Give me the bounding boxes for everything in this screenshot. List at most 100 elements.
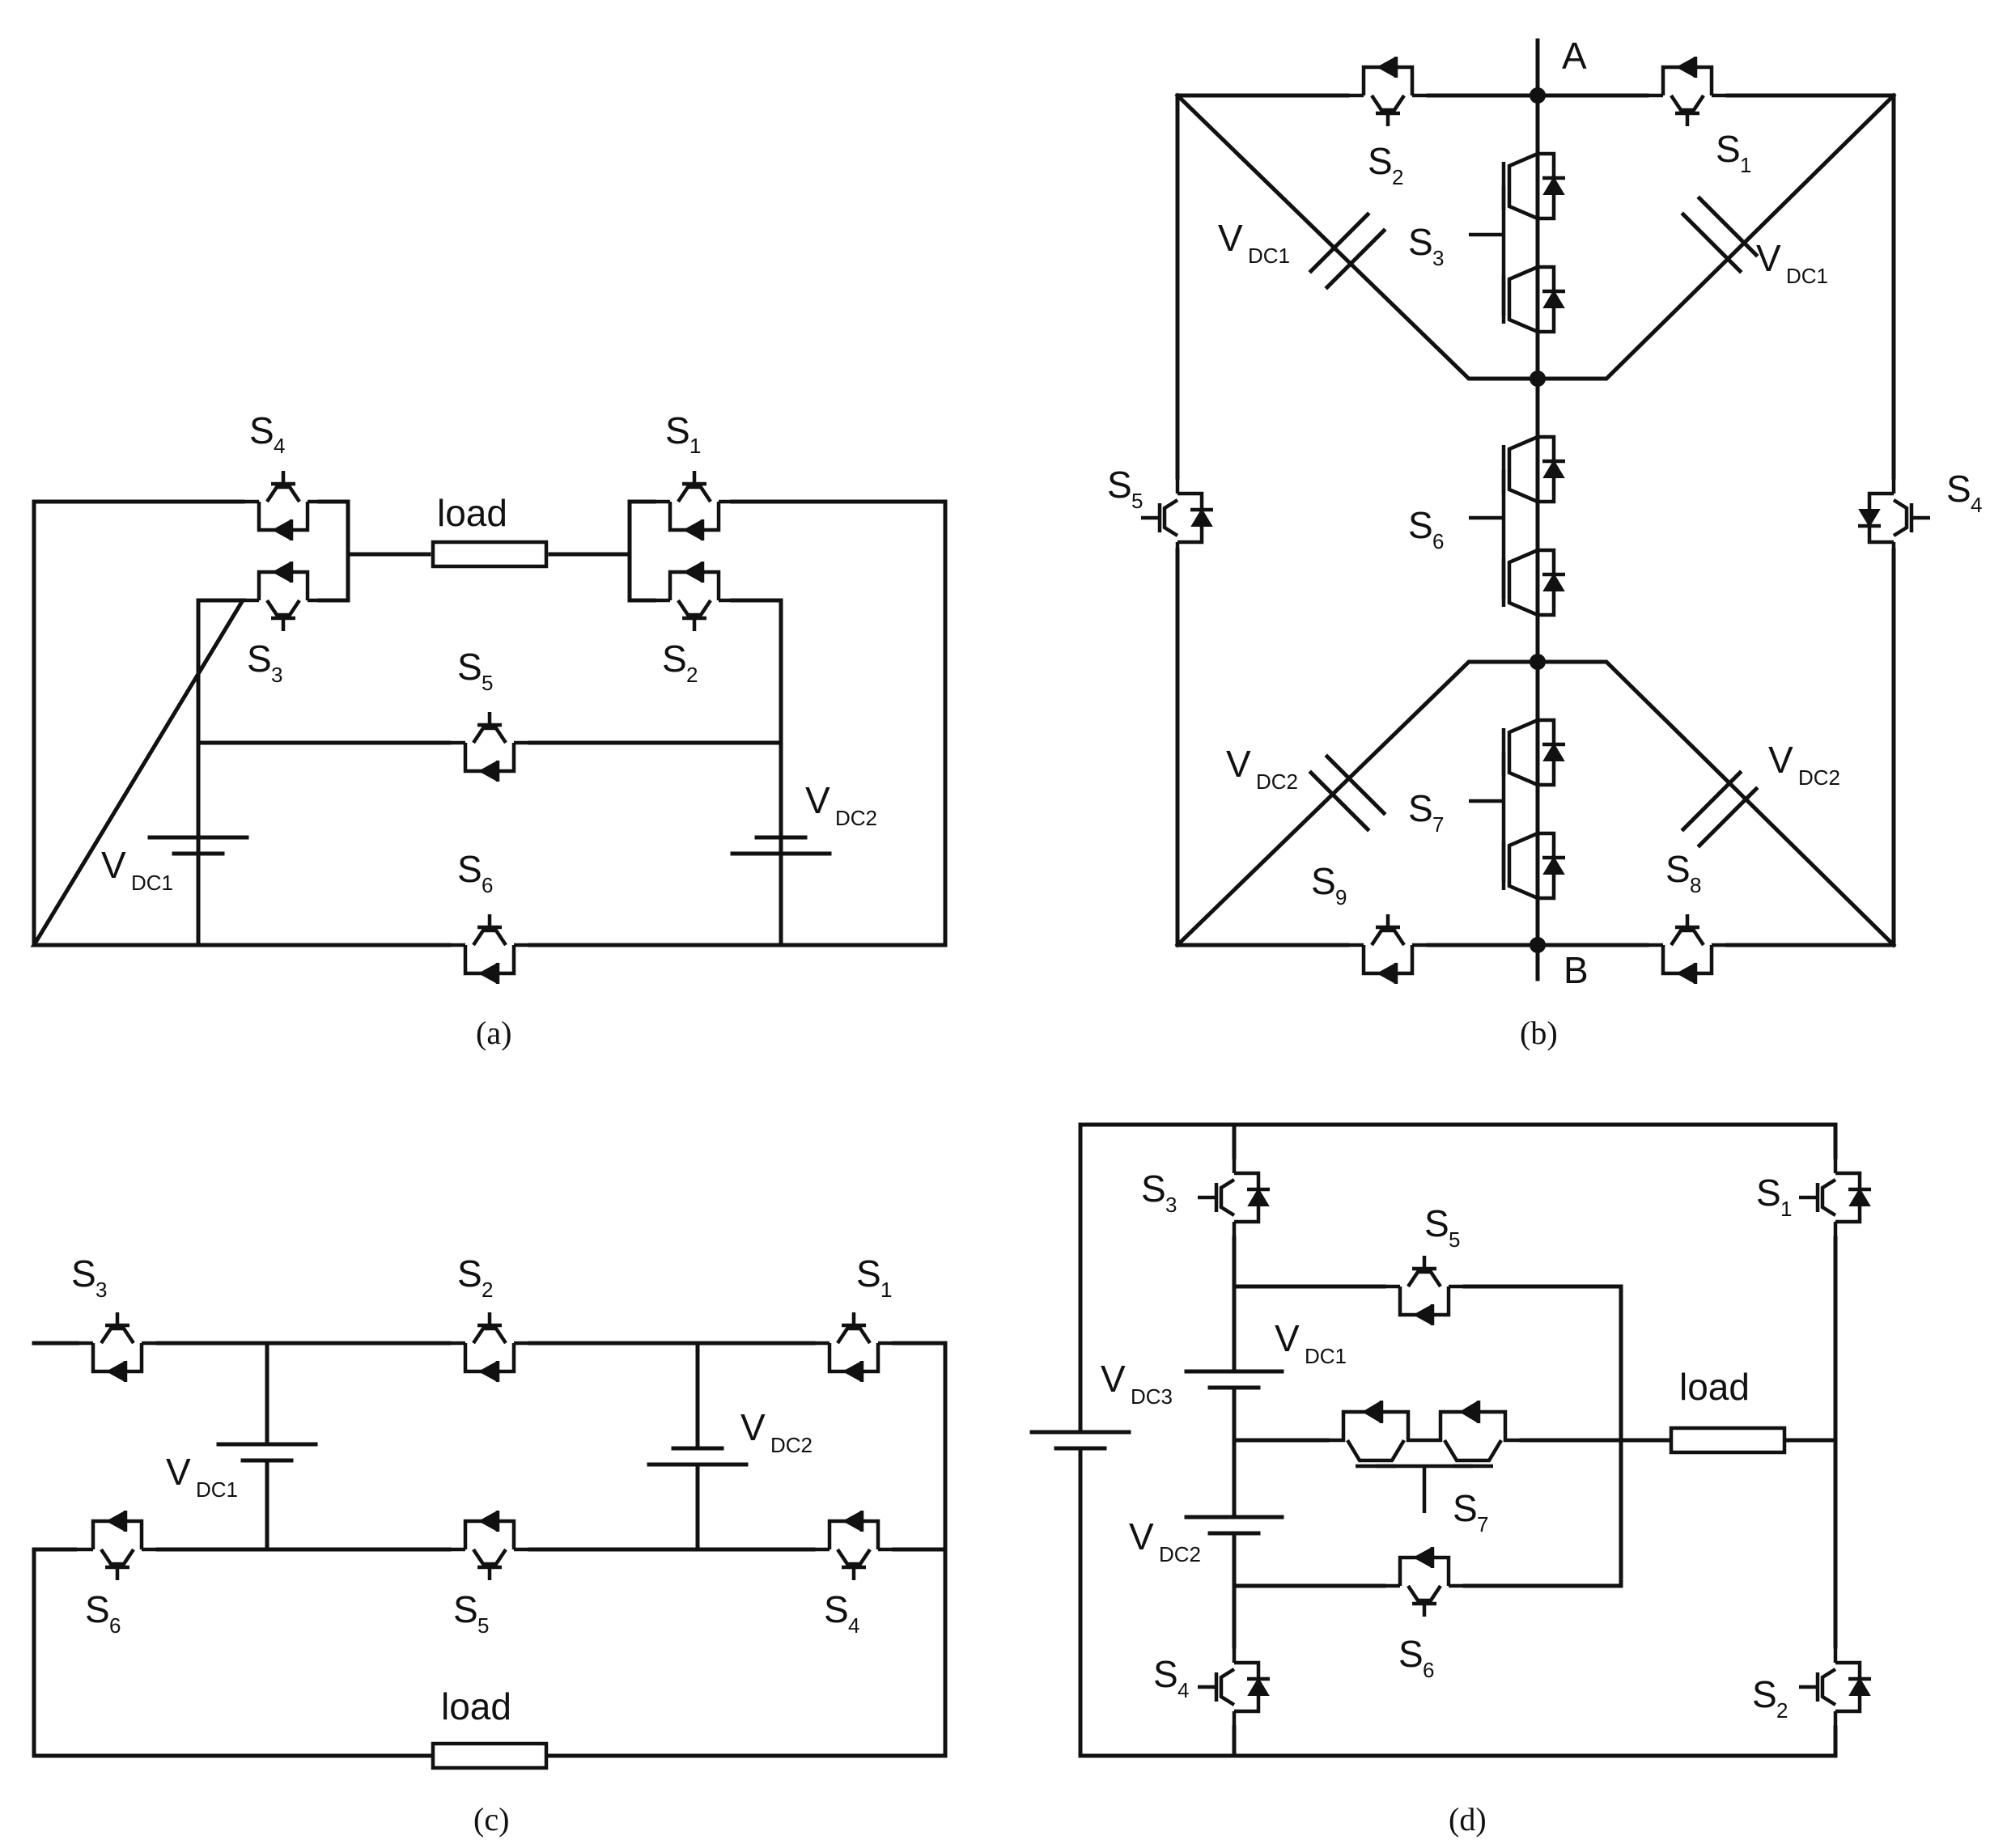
svg-text:V: V [1275, 1317, 1300, 1359]
svg-text:1: 1 [689, 434, 701, 458]
svg-text:V: V [1101, 1358, 1126, 1400]
svg-text:S: S [1756, 1172, 1781, 1214]
node-label-b: B [1564, 949, 1589, 991]
svg-text:DC1: DC1 [1786, 264, 1828, 288]
svg-text:2: 2 [1392, 165, 1403, 189]
svg-text:6: 6 [1432, 529, 1444, 553]
switch-c-s3 [77, 1312, 158, 1382]
svg-text:7: 7 [1432, 812, 1444, 837]
node-b-mid-lower [1530, 654, 1546, 670]
load-label-d: load [1679, 1366, 1750, 1408]
switch-c-s5 [449, 1511, 530, 1580]
svg-text:S: S [1752, 1673, 1777, 1715]
svg-text:S: S [662, 638, 687, 680]
capacitor-b-vdc1-right [1680, 195, 1759, 274]
switch-d-s6 [1384, 1547, 1465, 1617]
svg-text:V: V [740, 1406, 766, 1448]
svg-text:V: V [1129, 1515, 1154, 1558]
switch-d-s4 [1198, 1647, 1270, 1727]
svg-text:4: 4 [274, 434, 285, 458]
svg-text:9: 9 [1335, 885, 1347, 909]
switch-a-s3 [243, 562, 324, 631]
svg-text:1: 1 [880, 1278, 892, 1302]
node-b-a [1530, 87, 1546, 104]
switch-d-s5 [1384, 1256, 1465, 1325]
switch-b-s4 [1858, 477, 1930, 558]
load-resistor-c [431, 1741, 549, 1770]
svg-text:3: 3 [95, 1278, 107, 1302]
svg-text:S: S [1368, 140, 1393, 182]
svg-text:S: S [1141, 1168, 1166, 1210]
svg-text:DC2: DC2 [835, 806, 877, 830]
svg-text:4: 4 [848, 1613, 859, 1638]
svg-text:2: 2 [1776, 1698, 1788, 1723]
svg-text:DC1: DC1 [131, 871, 173, 895]
switch-a-s5 [449, 712, 530, 782]
switch-b-s3 [1469, 138, 1565, 364]
svg-text:DC2: DC2 [770, 1433, 813, 1457]
svg-text:DC2: DC2 [1159, 1542, 1201, 1566]
svg-text:5: 5 [1131, 489, 1143, 513]
svg-text:7: 7 [1477, 1512, 1488, 1536]
svg-text:4: 4 [1971, 493, 1982, 517]
capacitor-b-vdc2-left [1308, 753, 1387, 833]
switch-b-s1 [1647, 57, 1728, 126]
svg-text:5: 5 [477, 1613, 489, 1638]
node-b-b [1530, 937, 1546, 953]
svg-text:DC1: DC1 [1305, 1344, 1347, 1368]
switch-d-s1 [1799, 1157, 1871, 1238]
svg-text:3: 3 [271, 663, 282, 687]
switch-a-s6 [449, 914, 530, 984]
switch-d-s2 [1799, 1647, 1871, 1727]
svg-text:S: S [1107, 464, 1132, 506]
caption-c: (c) [473, 1801, 509, 1837]
svg-text:S: S [1665, 848, 1691, 890]
svg-text:S: S [1153, 1653, 1178, 1695]
switch-b-s9 [1347, 914, 1428, 984]
svg-text:4: 4 [1177, 1678, 1189, 1702]
svg-text:S: S [249, 409, 274, 451]
caption-a: (a) [476, 1015, 511, 1051]
switch-c-s1 [813, 1312, 894, 1382]
capacitor-b-vdc1-left [1308, 211, 1387, 290]
svg-text:S: S [457, 1252, 482, 1295]
load-resistor-a [431, 540, 549, 569]
svg-text:S: S [1408, 221, 1433, 263]
svg-text:3: 3 [1165, 1193, 1177, 1217]
svg-text:2: 2 [686, 663, 698, 687]
load-label-c: load [441, 1685, 511, 1727]
switch-b-s6 [1469, 421, 1565, 647]
svg-text:S: S [1453, 1487, 1478, 1529]
svg-text:DC2: DC2 [1798, 765, 1840, 790]
svg-text:6: 6 [482, 873, 493, 897]
switch-c-s6 [77, 1511, 158, 1580]
caption-d: (d) [1449, 1801, 1487, 1837]
